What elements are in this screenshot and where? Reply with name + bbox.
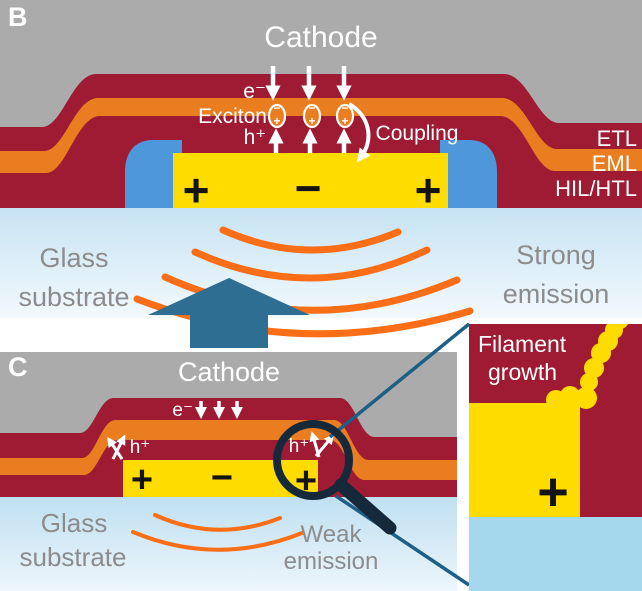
hole-label-right: h⁺ [289, 436, 310, 457]
inset-glass-substrate [469, 517, 642, 591]
exciton-minus: − [308, 101, 315, 115]
strong-emission-arc-1 [219, 226, 402, 254]
strong-emission-label-line2: emission [503, 279, 610, 309]
eml-layer-label: EML [592, 151, 637, 176]
exciton-symbol: − − − + + + [267, 101, 355, 129]
exciton-label: Exciton [198, 105, 267, 128]
panel-b-glass-substrate [0, 207, 642, 318]
coupling-label: Coupling [376, 122, 459, 145]
hil-htl-layer-label: HIL/HTL [555, 176, 637, 201]
panel-b-bank-right [440, 140, 497, 208]
filament-growth-inset: Filament growth + [469, 324, 642, 591]
exciton-minus: − [341, 101, 348, 115]
zoom-connector-line-top [328, 322, 471, 439]
etl-layer-label: ETL [597, 126, 637, 151]
panel-c-cathode-label: Cathode [178, 357, 280, 387]
filament-chain-icon [546, 324, 629, 410]
light-outcoupling-arrow-icon [148, 278, 310, 348]
weak-emission-label-line1: Weak [301, 521, 363, 548]
panel-b-anode [173, 153, 448, 208]
exciton-plus: + [341, 114, 348, 128]
magnifier-ring-icon [273, 420, 353, 500]
anode-minus-center: − [295, 162, 322, 214]
panel-b-label: B [8, 2, 28, 32]
magnifier-handle-icon [334, 478, 397, 535]
hole-label: h⁺ [244, 126, 267, 149]
coupling-arrow-icon [347, 102, 371, 163]
panel-b-cathode-label: Cathode [264, 21, 377, 54]
inset-anode [469, 403, 580, 517]
strong-emission-label-line1: Strong [516, 240, 596, 270]
weak-emission-arc-1 [153, 513, 282, 532]
hole-label-left: h⁺ [130, 437, 151, 458]
electron-label: e⁻ [243, 80, 266, 103]
exciton-plus: + [308, 114, 315, 128]
panel-c-glass-label-line2: substrate [20, 542, 127, 572]
weak-emission-label-line2: emission [284, 548, 379, 575]
panel-b-glass-label-line1: Glass [39, 243, 108, 273]
exciton-minus: − [273, 101, 280, 115]
inset-anode-plus: + [537, 462, 569, 522]
anode-c-minus-center: − [211, 457, 233, 499]
zoom-connector-line-bottom [335, 494, 470, 587]
panel-b-bank-left [125, 140, 182, 208]
weak-emission-arc-2 [131, 530, 304, 552]
exciton-plus: + [273, 114, 280, 128]
strong-emission-arc-2 [191, 246, 431, 282]
panel-c-glass-label-line1: Glass [41, 508, 107, 538]
anode-plus-left: + [183, 164, 210, 216]
anode-c-plus-left: + [131, 459, 153, 501]
inset-title-line2: growth [488, 359, 557, 385]
inset-title-line1: Filament [478, 331, 567, 357]
hole-leak-arrow-icon [111, 434, 126, 460]
panel-c-label: C [8, 352, 28, 382]
hole-leak-arrow-icon [314, 434, 335, 457]
anode-plus-right: + [415, 164, 442, 216]
panel-b-glass-label-line2: substrate [18, 282, 129, 312]
electron-label-c: e⁻ [172, 400, 193, 421]
